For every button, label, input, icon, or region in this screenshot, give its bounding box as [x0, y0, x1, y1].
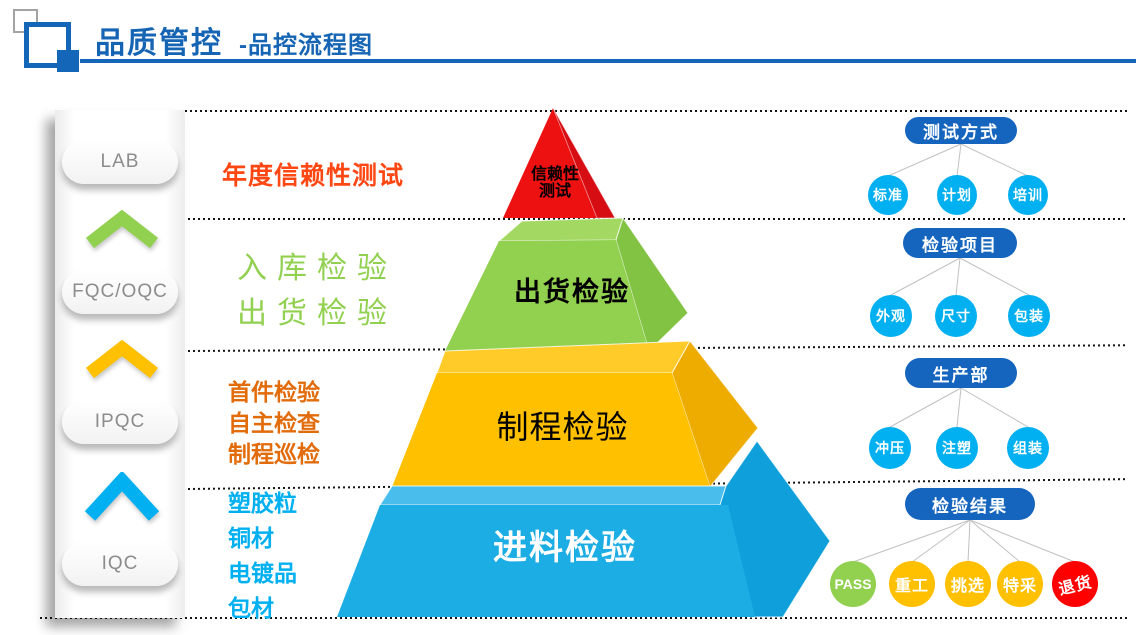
pyramid-level-4-side	[719, 440, 831, 618]
tree-connectors	[852, 519, 1076, 563]
page-title: 品质管控	[95, 27, 223, 60]
annotation-incoming-materials-list: 塑胶粒 铜材 电镀品 包材	[228, 486, 297, 626]
page-subtitle: -品控流程图	[239, 32, 373, 59]
sidebar-item-iqc: IQC	[62, 542, 178, 586]
tree-root-production-dept: 生产部	[905, 358, 1017, 388]
pyramid-label-process: 制程检验	[496, 409, 629, 445]
annotation-line: 铜材	[228, 525, 274, 551]
tree-node-plan: 计划	[937, 175, 977, 215]
sidebar-item-ipqc-label: IPQC	[94, 411, 146, 432]
annotation-line: 首件检验	[228, 379, 320, 405]
tree-node-special-acceptance: 特采	[997, 561, 1043, 607]
tree-node-training: 培训	[1008, 175, 1048, 215]
dotted-separator-3	[187, 344, 1128, 352]
tree-node-sorting: 挑选	[945, 561, 991, 607]
qc-stage-sidebar	[55, 110, 185, 618]
annotation-process-list: 首件检验 自主检查 制程巡检	[228, 377, 320, 470]
tree-root-test-methods: 测试方式	[905, 117, 1017, 144]
tree-node-standard: 标准	[868, 175, 908, 215]
tree-root-inspection-results: 检验结果	[905, 488, 1035, 520]
annotation-shipping-list: 入库检验 出货检验	[237, 246, 397, 336]
pyramid-level-3-side	[671, 340, 759, 489]
tree-root-inspection-items: 检验项目	[903, 228, 1017, 258]
tree-inspection-results: 检验结果 PASS 重工 挑选 特采 退货	[825, 486, 1115, 616]
chevron-up-icon-green	[85, 210, 159, 249]
tree-production-dept: 生产部 冲压 注塑 组装	[840, 356, 1070, 474]
tree-node-packaging: 包装	[1008, 295, 1050, 337]
pyramid-level-1-side	[552, 107, 616, 219]
sidebar-item-lab-label: LAB	[100, 151, 140, 172]
pyramid-level-4-top	[379, 485, 727, 506]
tree-node-assembly: 组装	[1007, 427, 1049, 469]
tree-node-rework: 重工	[889, 561, 935, 607]
sidebar-item-fqc-oqc-label: FQC/OQC	[72, 281, 168, 302]
tree-inspection-items: 检验项目 外观 尺寸 包装	[840, 226, 1070, 341]
annotation-line: 塑胶粒	[228, 490, 297, 516]
tree-connectors	[890, 257, 1030, 296]
logo-square-blue-outline	[24, 22, 71, 68]
chevron-up-icon-yellow	[85, 340, 159, 379]
pyramid-level-2-top	[497, 217, 624, 242]
annotation-annual-reliability-test: 年度信赖性测试	[222, 162, 405, 190]
tree-connectors	[887, 143, 1029, 177]
tree-node-return: 退货	[1052, 561, 1098, 607]
tree-node-dimensions: 尺寸	[935, 295, 977, 337]
sidebar-item-iqc-label: IQC	[101, 553, 139, 574]
pyramid-label-incoming: 进料检验	[493, 529, 637, 567]
dotted-separator-5	[40, 617, 1128, 619]
chevron-up-icon-blue	[84, 472, 160, 521]
header: 品质管控 -品控流程图	[95, 18, 373, 62]
pyramid-level-1-front	[503, 108, 615, 218]
sidebar-item-lab: LAB	[62, 140, 178, 184]
annotation-line: 自主检查	[228, 410, 320, 436]
sidebar-item-fqc-oqc: FQC/OQC	[62, 270, 178, 314]
tree-node-appearance: 外观	[870, 295, 912, 337]
annotation-line: 电镀品	[228, 560, 297, 586]
tree-node-stamping: 冲压	[869, 427, 911, 469]
pyramid-level-3-top	[436, 340, 691, 374]
logo-square-blue-filled	[57, 50, 79, 72]
tree-test-methods: 测试方式 标准 计划 培训	[840, 112, 1070, 222]
sidebar-item-ipqc: IPQC	[62, 400, 178, 444]
annotation-line: 制程巡检	[228, 441, 320, 467]
title-underline	[80, 59, 1136, 63]
tree-node-injection: 注塑	[936, 427, 978, 469]
pyramid-label-reliability: 信赖性 测试	[530, 166, 579, 200]
annotation-line: 入库检验	[237, 252, 397, 285]
annotation-line: 出货检验	[237, 297, 397, 330]
tree-connectors	[889, 387, 1029, 428]
pyramid-label-shipment: 出货检验	[514, 277, 630, 307]
annotation-line: 包材	[228, 595, 274, 621]
tree-node-pass: PASS	[830, 561, 876, 607]
